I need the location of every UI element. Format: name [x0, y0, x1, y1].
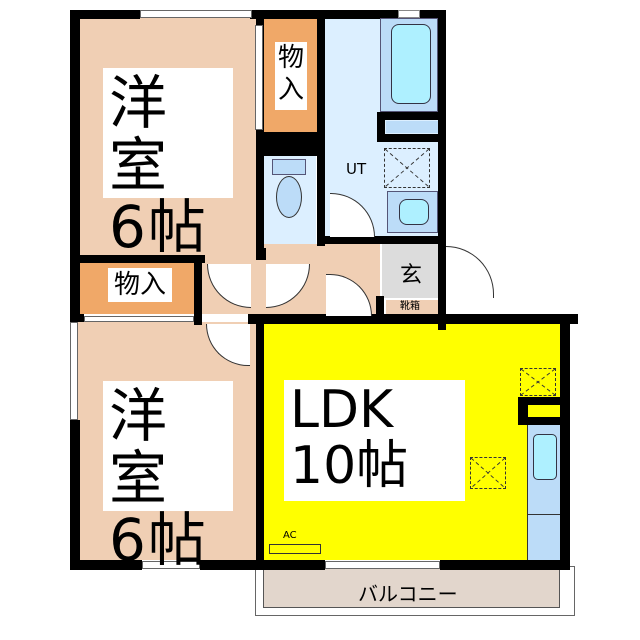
entrance: [382, 244, 438, 298]
window-room2-bottom: [142, 561, 200, 569]
bath-shelf: [386, 121, 438, 133]
wall: [377, 112, 385, 140]
utility-label: UT: [346, 160, 367, 178]
wall: [377, 112, 445, 120]
washing-machine-space: [384, 148, 430, 188]
wall: [200, 560, 325, 570]
bathtub-icon: [391, 24, 431, 104]
window-ldk-bottom: [325, 561, 440, 569]
wall: [376, 296, 384, 320]
closet-2-label: 物入: [108, 268, 172, 302]
room-name: 洋室: [109, 382, 170, 512]
wall: [438, 10, 446, 330]
ac-unit: [269, 544, 321, 554]
shoe-box-label: 靴箱: [400, 301, 420, 312]
wall: [70, 10, 80, 320]
wall-niche: [528, 405, 560, 417]
balcony: [263, 568, 560, 608]
western-room-1-label: 洋室 6帖: [103, 68, 233, 258]
ldk-vent-1: [520, 368, 556, 396]
room-size: 10帖: [290, 436, 409, 496]
window-room1-top: [140, 10, 252, 18]
toilet-tank: [272, 159, 306, 175]
front-door[interactable]: [446, 246, 494, 298]
room-name: 洋室: [109, 69, 170, 199]
wall: [70, 420, 80, 570]
window-bath-top: [398, 10, 420, 18]
wall: [70, 314, 84, 322]
wall: [420, 10, 444, 19]
wall: [70, 10, 140, 19]
wall: [250, 10, 435, 19]
washbasin-icon: [399, 199, 429, 225]
wall: [248, 314, 578, 324]
shoe-box: [386, 300, 438, 314]
balcony-label: バルコニー: [358, 582, 458, 606]
closet-1-label: 物 入: [275, 42, 307, 110]
entrance-label: 玄: [400, 263, 423, 288]
wall: [256, 132, 324, 156]
closet2-sliding-door: [84, 316, 194, 322]
toilet-icon: [276, 176, 302, 218]
wall: [317, 236, 445, 244]
counter-divider: [527, 514, 560, 515]
western-room-2-label: 洋室 6帖: [103, 381, 233, 571]
ldk-label: LDK 10帖: [284, 380, 465, 501]
window-room2-left: [70, 322, 78, 420]
room-size: 6帖: [109, 193, 208, 261]
wall: [256, 314, 264, 570]
ldk-vent-2: [470, 457, 506, 489]
kitchen-sink-icon: [533, 434, 557, 480]
closet1-sliding-door: [255, 25, 263, 130]
wall: [256, 248, 266, 260]
wall: [560, 314, 570, 570]
room-name: LDK: [290, 380, 394, 440]
ac-label: AC: [283, 530, 297, 541]
wall: [317, 10, 325, 246]
wall: [194, 255, 202, 325]
wall: [70, 255, 205, 263]
room-size: 6帖: [109, 506, 208, 574]
wall: [440, 560, 570, 570]
wall: [70, 560, 142, 570]
wall: [377, 134, 445, 142]
